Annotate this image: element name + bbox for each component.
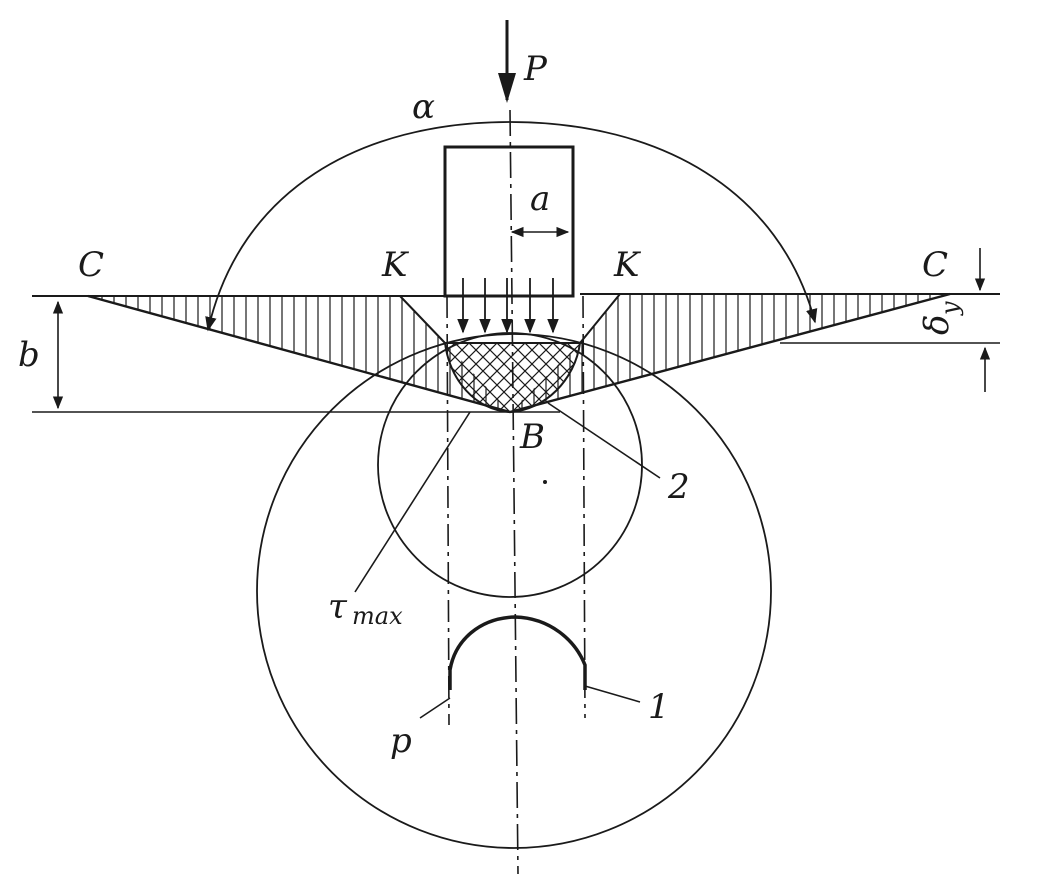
- callout-p-label: p: [390, 721, 412, 761]
- leader-2: [547, 402, 661, 479]
- point-b-label: B: [519, 417, 545, 457]
- tau-label: τ: [328, 587, 348, 627]
- left-k-label: K: [381, 245, 410, 285]
- leader-tau: [354, 411, 471, 593]
- delta-label-group: δ y: [917, 301, 964, 335]
- right-k-label: K: [613, 245, 642, 285]
- left-c-label: C: [78, 245, 104, 285]
- guide-line-right: [582, 295, 586, 719]
- delta-label: δ: [917, 315, 957, 335]
- right-c-label: C: [922, 245, 948, 285]
- depth-label: b: [18, 335, 40, 375]
- callout-1-label: 1: [648, 687, 670, 727]
- distributed-load-arrows: [457, 278, 559, 334]
- inner-arch: [448, 615, 587, 690]
- deformed-profile: [87, 292, 951, 414]
- arc-label: α: [412, 87, 435, 127]
- center-dot: [543, 480, 547, 484]
- delta-sub-label: y: [936, 301, 964, 316]
- guide-line-left: [446, 295, 450, 726]
- width-label: a: [530, 179, 550, 219]
- leader-1: [584, 685, 641, 703]
- punch: [443, 145, 575, 298]
- tau-sub-label: max: [352, 602, 403, 630]
- large-stress-circle: [256, 333, 772, 849]
- center-axis: [509, 109, 519, 875]
- load-label: P: [523, 49, 548, 89]
- callout-2-label: 2: [667, 467, 690, 507]
- leader-p: [419, 697, 451, 719]
